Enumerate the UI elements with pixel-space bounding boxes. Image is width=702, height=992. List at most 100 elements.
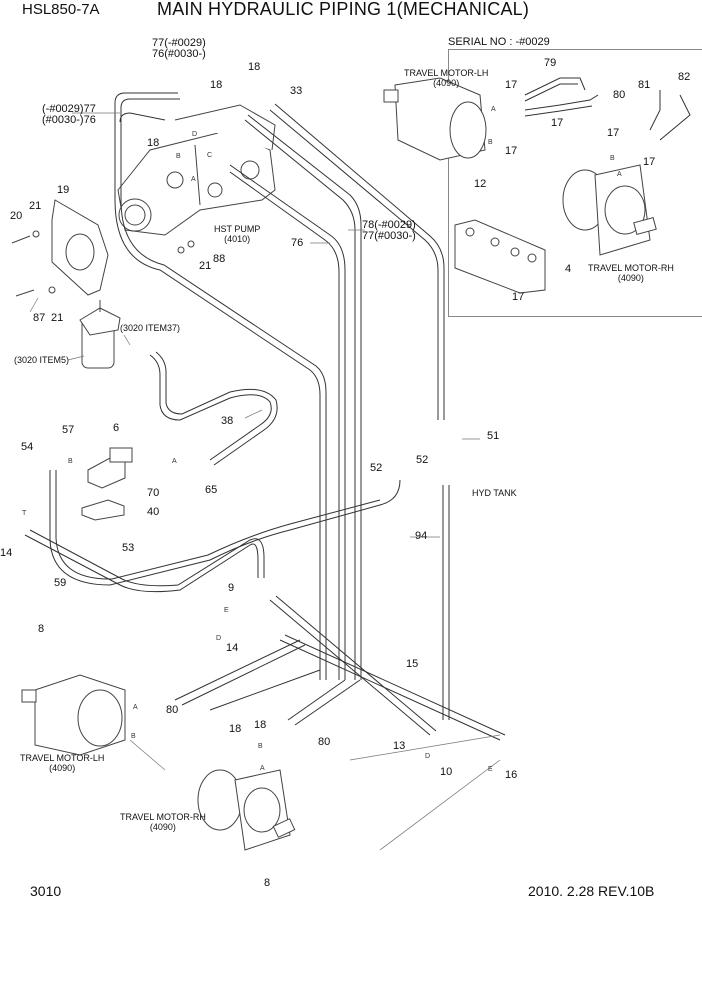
port-letter-d: D [216,635,222,642]
model-number: HSL850-7A [22,1,100,18]
port-letter-a: A [133,704,138,711]
port-letter-b: B [258,743,263,750]
callout-80[interactable]: 80 [318,736,331,748]
callout-38[interactable]: 38 [221,415,234,427]
pipe-38[interactable] [149,351,278,466]
callout-14[interactable]: 14 [226,642,239,654]
callout-20[interactable]: 20 [10,210,23,222]
callout-18[interactable]: 18 [248,61,261,73]
callout-65[interactable]: 65 [205,484,218,496]
hst-pump-label: HST PUMP (4010) [214,224,261,244]
callout-40[interactable]: 40 [147,506,160,518]
callout-17[interactable]: 17 [505,79,518,91]
port-letter-d: D [425,753,431,760]
port-letter-b: B [176,153,181,160]
port-letter-c: C [207,152,213,159]
callout-8[interactable]: 8 [38,623,45,635]
port-letter-a: A [191,176,196,183]
callout-77-76-top[interactable]: 77(-#0029) 76(#0030-) [152,37,206,60]
callout-57[interactable]: 57 [62,424,75,436]
callout-54[interactable]: 54 [21,441,34,453]
callout-6[interactable]: 6 [113,422,120,434]
callout-17[interactable]: 17 [551,117,564,129]
callout-21[interactable]: 21 [199,260,212,272]
callout-8[interactable]: 8 [264,877,271,889]
serial-number-label: SERIAL NO : -#0029 [448,36,550,48]
callout-80[interactable]: 80 [613,89,626,101]
callout-52[interactable]: 52 [416,454,429,466]
page-number: 3010 [30,883,62,899]
valve-block-drawing[interactable] [81,447,133,521]
callout-21[interactable]: 21 [51,312,64,324]
travel-motor-rh-label: TRAVEL MOTOR-RH (4090) [120,812,206,832]
callout-79[interactable]: 79 [544,57,557,69]
pipe-33[interactable] [269,103,445,420]
travel-motor-lh-drawing[interactable] [21,674,126,756]
callout-10[interactable]: 10 [440,766,453,778]
manifold-block-drawing[interactable] [454,219,546,294]
callout-19[interactable]: 19 [57,184,70,196]
callout-21[interactable]: 21 [29,200,42,212]
port-letter-a: A [172,458,177,465]
callout-17[interactable]: 17 [505,145,518,157]
callout-80[interactable]: 80 [166,704,179,716]
callout-52[interactable]: 52 [370,462,383,474]
revision-date: 2010. 2.28 REV.10B [528,883,655,899]
callout-77-76-left[interactable]: (-#0029)77 (#0030-)76 [42,103,96,126]
port-letter-a: A [491,106,496,113]
callout-87[interactable]: 87 [33,312,46,324]
callout-70[interactable]: 70 [147,487,160,499]
filter-item37-label: (3020 ITEM37) [120,323,181,333]
callout-9[interactable]: 9 [228,582,235,594]
callout-76[interactable]: 76 [291,237,304,249]
hst-pump-drawing[interactable] [117,104,276,236]
port-letter-a: A [260,765,265,772]
travel-motor-rh-drawing[interactable] [197,769,296,851]
callout-14[interactable]: 14 [0,547,13,559]
page-title: MAIN HYDRAULIC PIPING 1(MECHANICAL) [157,0,530,19]
callout-18[interactable]: 18 [147,137,160,149]
hyd-tank-label: HYD TANK [472,488,517,498]
inset-motor-lh-drawing[interactable] [383,77,487,161]
inset-travel-motor-lh-label: TRAVEL MOTOR-LH (4090) [404,68,489,88]
port-letter-b: B [131,733,136,740]
port-letter-b: B [610,155,615,162]
port-letter-t: T [22,510,27,517]
callout-33[interactable]: 33 [290,85,303,97]
callout-53[interactable]: 53 [122,542,135,554]
callout-59[interactable]: 59 [54,577,67,589]
serial-inset-frame [448,49,702,317]
port-letter-a: A [617,171,622,178]
port-letter-e: E [488,766,493,773]
leader-lines [29,112,501,851]
callout-17[interactable]: 17 [607,127,620,139]
callout-78-77[interactable]: 78(-#0029) 77(#0030-) [362,219,416,242]
callout-17[interactable]: 17 [512,291,525,303]
hose-94[interactable] [442,485,450,720]
inset-motor-rh-drawing[interactable] [562,164,657,256]
callout-16[interactable]: 16 [505,769,518,781]
callout-94[interactable]: 94 [415,530,428,542]
hoses-13-15[interactable] [174,595,506,741]
mounting-plate-drawing[interactable] [51,199,109,296]
port-letter-d: D [192,131,198,138]
callout-13[interactable]: 13 [393,740,406,752]
callout-17[interactable]: 17 [643,156,656,168]
callout-18[interactable]: 18 [254,719,267,731]
callout-51[interactable]: 51 [487,430,500,442]
bolts[interactable] [11,230,195,297]
hoses-53-59[interactable] [24,470,401,593]
callout-81[interactable]: 81 [638,79,651,91]
filter-drawing[interactable] [79,300,121,369]
inset-travel-motor-rh-label: TRAVEL MOTOR-RH (4090) [588,263,674,283]
callout-12[interactable]: 12 [474,178,487,190]
callout-15[interactable]: 15 [406,658,419,670]
callout-88[interactable]: 88 [213,253,226,265]
callout-18[interactable]: 18 [210,79,223,91]
callout-18[interactable]: 18 [229,723,242,735]
callout-82[interactable]: 82 [678,71,691,83]
inset-pipes-79-80[interactable] [524,77,691,141]
port-letter-b: B [68,458,73,465]
callout-4[interactable]: 4 [565,263,572,275]
